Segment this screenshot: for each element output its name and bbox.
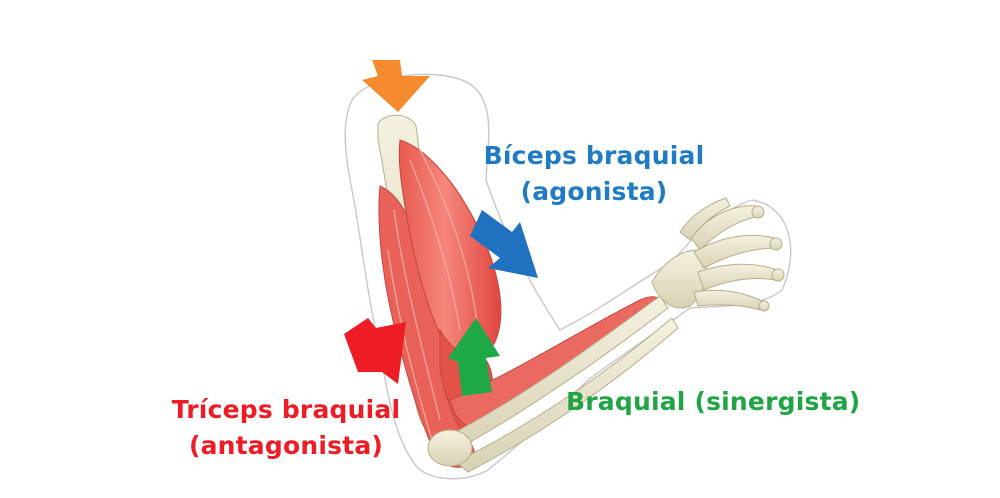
- red-arrow-icon: [344, 318, 406, 384]
- biceps-label-line2: (agonista): [520, 177, 668, 206]
- triceps-label: Tríceps braquial (antagonista): [166, 392, 406, 464]
- radius-bone: [439, 295, 669, 453]
- blue-arrow-icon: [470, 210, 538, 278]
- triceps-label-line2: (antagonista): [188, 431, 384, 460]
- biceps-label: Bíceps braquial (agonista): [474, 138, 714, 210]
- ulna-bone: [455, 317, 679, 473]
- muscle-fibers: [387, 149, 479, 441]
- braquial-label: Braquial (sinergista): [566, 384, 861, 420]
- hand-skeleton: [651, 197, 785, 312]
- elbow-joint: [427, 429, 473, 467]
- green-arrow-icon: [448, 318, 500, 396]
- biceps-label-line1: Bíceps braquial: [483, 141, 705, 170]
- orange-arrow-icon: [362, 60, 430, 112]
- braquial-label-line1: Braquial (sinergista): [566, 387, 861, 416]
- triceps-label-line1: Tríceps braquial: [171, 395, 401, 424]
